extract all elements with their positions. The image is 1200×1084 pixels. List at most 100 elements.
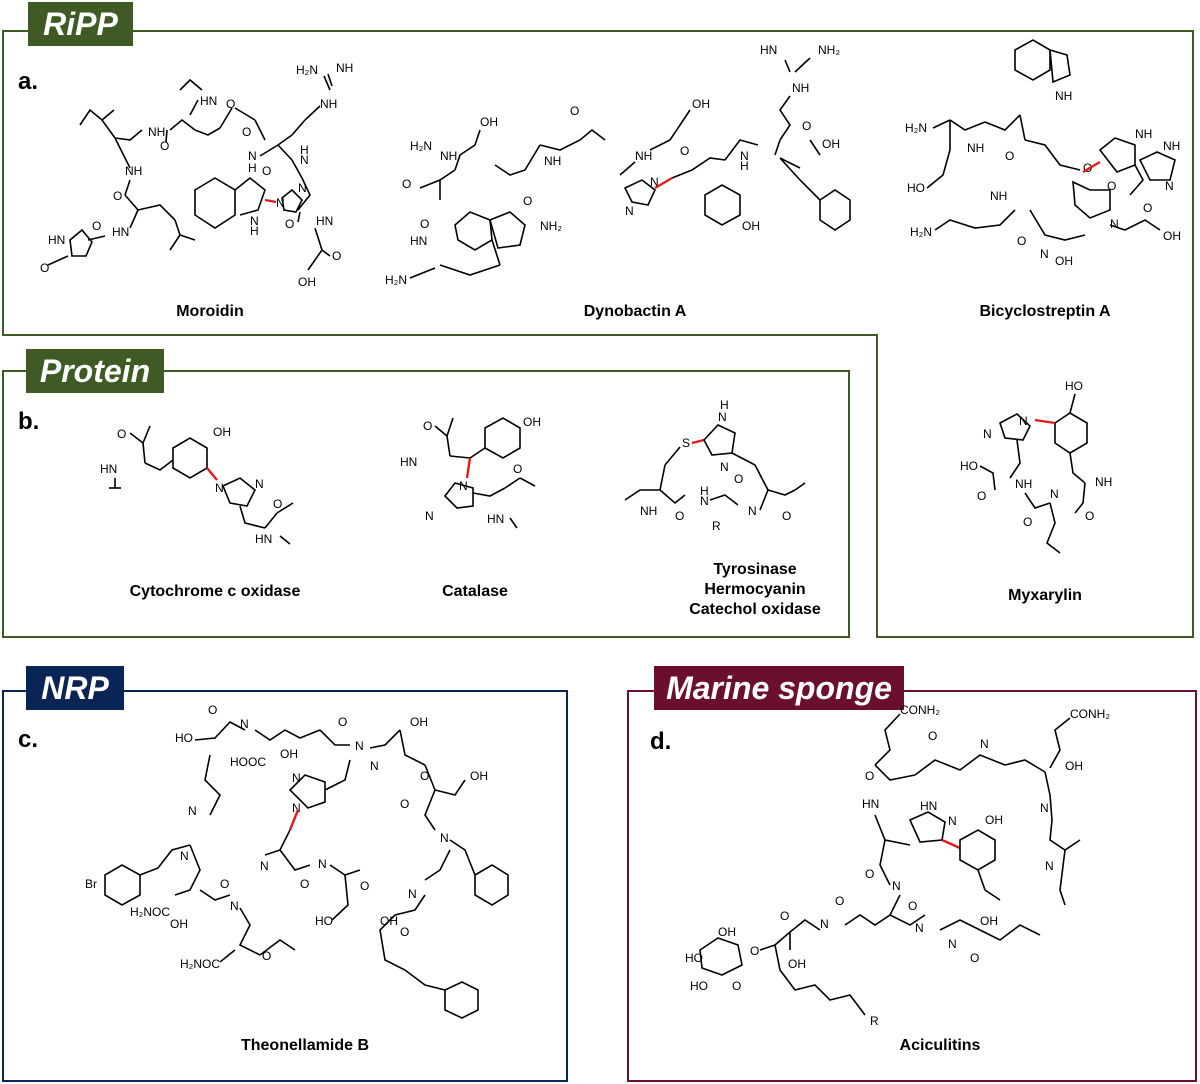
catalase-structure: O HN OH N N O HN	[400, 415, 541, 529]
atom: OH	[410, 715, 428, 729]
cytochrome-structure: O HN OH N N O HN	[100, 425, 294, 546]
atom: O	[420, 217, 429, 231]
atom: HN	[255, 532, 272, 546]
atom: OH	[980, 914, 998, 928]
atom: N	[260, 859, 269, 873]
atom: O	[675, 509, 684, 523]
atom: N	[255, 477, 264, 491]
atom: O	[865, 867, 874, 881]
atom: H₂NOC	[130, 905, 170, 919]
atom: N	[250, 214, 259, 228]
atom: HN	[200, 94, 217, 108]
atom: HN	[487, 512, 504, 526]
atom: N	[276, 196, 285, 210]
atom: O	[92, 219, 101, 233]
atom: N	[355, 739, 364, 753]
caption-moroidin: Moroidin	[176, 303, 244, 320]
caption-myxarylin: Myxarylin	[1008, 587, 1082, 604]
atom: O	[113, 189, 122, 203]
atom: NH	[967, 141, 984, 155]
atom: N	[292, 801, 301, 815]
atom: NH	[320, 97, 337, 111]
atom: O	[1005, 149, 1014, 163]
ripp-frame-bottom-left	[2, 334, 878, 336]
atom: O	[928, 729, 937, 743]
tyrosinase-structure: H N S N NH O N H R O N O	[624, 398, 806, 533]
atom: R	[870, 1014, 879, 1028]
atom: H	[720, 398, 729, 412]
atom: H	[700, 484, 709, 498]
atom: O	[1017, 234, 1026, 248]
atom: H	[248, 161, 257, 175]
atom: N	[720, 460, 729, 474]
atom: N	[915, 921, 924, 935]
atom: OH	[692, 97, 710, 111]
atom: O	[523, 194, 532, 208]
atom: NH	[1095, 475, 1112, 489]
atom: NH	[1135, 127, 1152, 141]
protein-tag-label: Protein	[39, 353, 151, 389]
atom: N	[625, 204, 634, 218]
atom: NH₂	[818, 43, 840, 57]
atom: NH	[792, 81, 809, 95]
atom: N	[300, 153, 309, 167]
atom: N	[370, 759, 379, 773]
atom: OH	[480, 115, 498, 129]
atom: O	[285, 217, 294, 231]
atom: N	[1040, 801, 1049, 815]
atom: NH	[544, 154, 561, 168]
atom: O	[360, 879, 369, 893]
atom: HO	[175, 731, 193, 745]
atom: HN	[862, 797, 879, 811]
atom: N	[700, 494, 709, 508]
atom: HN	[760, 43, 777, 57]
ripp-frame-right	[876, 334, 1194, 638]
atom: O	[908, 899, 917, 913]
atom: O	[782, 509, 791, 523]
caption-bicyclostreptin: Bicyclostreptin A	[979, 303, 1111, 320]
atom: OH	[718, 925, 736, 939]
atom: O	[835, 894, 844, 908]
atom: OH	[822, 137, 840, 151]
atom: HN	[400, 455, 417, 469]
atom: O	[300, 877, 309, 891]
atom: O	[1023, 515, 1032, 529]
atom: HO	[315, 914, 333, 928]
caption-theonellamide: Theonellamide B	[240, 1037, 370, 1054]
atom: H	[250, 224, 259, 238]
atom: HN	[48, 233, 65, 247]
atom: O	[273, 497, 282, 511]
atom: N	[650, 175, 659, 189]
atom: OH	[523, 415, 541, 429]
atom: S	[682, 436, 690, 450]
atom: OH	[170, 917, 188, 931]
atom: O	[332, 249, 341, 263]
atom: N	[983, 427, 992, 441]
nrp-tag: NRP	[26, 666, 124, 710]
atom: NH	[640, 504, 657, 518]
atom: N	[892, 879, 901, 893]
atom: O	[780, 909, 789, 923]
panel-d-letter: d.	[650, 728, 672, 755]
atom: O	[977, 489, 986, 503]
ripp-tag-label: RiPP	[43, 6, 118, 42]
moroidin-structure: H₂N NH NH NH O HN O O N H O N H O HN OH …	[40, 61, 353, 289]
atom: N	[440, 831, 449, 845]
atom: N	[948, 814, 957, 828]
atom: CONH₂	[1070, 707, 1110, 721]
atom: NH	[990, 189, 1007, 203]
atom: N	[1165, 179, 1174, 193]
atom: N	[425, 509, 434, 523]
atom: O	[423, 419, 432, 433]
caption-catalase: Catalase	[442, 583, 508, 600]
atom: CONH₂	[900, 703, 940, 717]
protein-tag: Protein	[26, 349, 164, 393]
atom: O	[208, 703, 217, 717]
atom: O	[117, 427, 126, 441]
atom: N	[298, 181, 307, 195]
caption-dynobactin: Dynobactin A	[583, 303, 687, 320]
atom: NH	[1015, 477, 1032, 491]
atom: N	[1050, 487, 1059, 501]
atom: O	[802, 119, 811, 133]
atom: H₂N	[410, 139, 432, 153]
